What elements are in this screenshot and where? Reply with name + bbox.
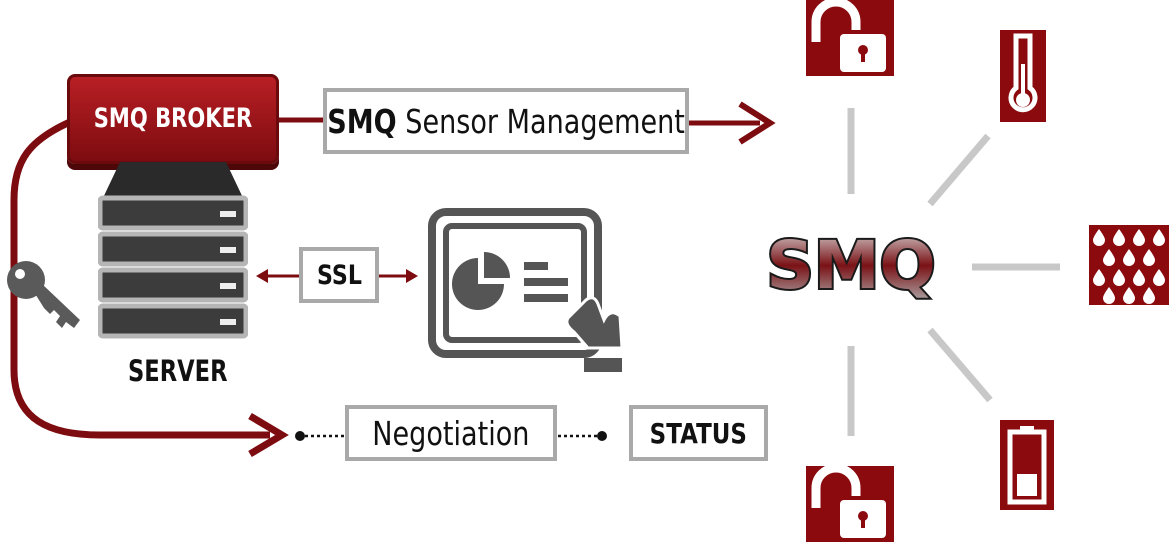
sensor-management-box: SMQ Sensor Management (323, 88, 689, 154)
broker-label: SMQ BROKER (93, 103, 253, 134)
ssl-left-head (256, 269, 268, 283)
battery-icon (1000, 420, 1054, 510)
negotiation-arrow-head (248, 412, 289, 458)
smq-hub-logo: SMQ (764, 225, 937, 306)
smq-broker-box: SMQ BROKER (67, 74, 279, 164)
loop-line (10, 118, 270, 439)
spoke-top-right (927, 133, 991, 207)
thermometer-icon (1000, 30, 1046, 122)
key-icon (7, 261, 80, 328)
sensor-box-prefix: SMQ (327, 101, 397, 141)
server-label: SERVER (128, 354, 228, 388)
dot-right (597, 431, 607, 441)
sensor-arrow-head (738, 101, 776, 145)
sensor-box-label: Sensor Management (405, 101, 685, 141)
status-label: STATUS (649, 416, 748, 450)
negotiation-box: Negotiation (345, 405, 557, 461)
lock-icon-top (806, 0, 894, 76)
lock-icon-bottom (806, 466, 894, 542)
water-drops-icon (1089, 225, 1169, 305)
status-box: STATUS (629, 405, 768, 461)
ssl-label: SSL (316, 259, 362, 291)
spoke-bottom-right (927, 327, 993, 403)
ssl-box: SSL (299, 247, 379, 303)
dot-left (295, 431, 305, 441)
server-icon (98, 162, 248, 339)
dashboard-icon (428, 208, 624, 372)
negotiation-label: Negotiation (372, 413, 530, 453)
hub-label: SMQ (766, 227, 935, 304)
ssl-right-head (406, 269, 418, 283)
